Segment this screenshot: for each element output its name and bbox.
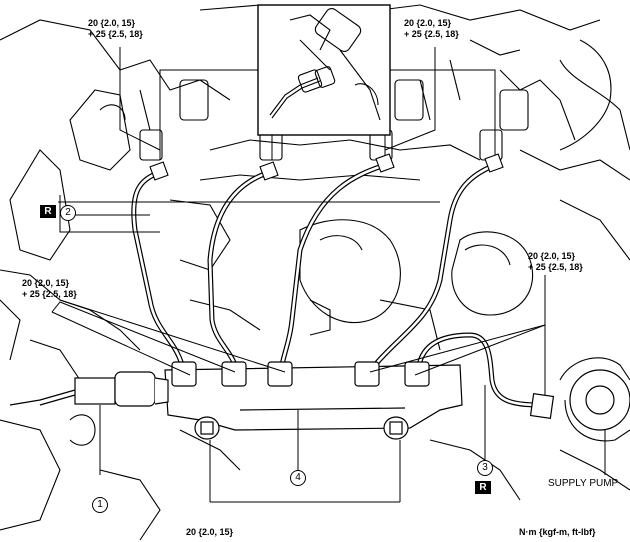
part-2-callout: 2 [60, 205, 76, 221]
torque-label-injector-left: 20 {2.0, 15} + 25 {2.5, 18} [88, 18, 143, 40]
units-label: N·m {kgf-m, ft-lbf} [519, 527, 596, 537]
supply-pump-label: SUPPLY PUMP [548, 478, 619, 489]
torque-label-injector-right: 20 {2.0, 15} + 25 {2.5, 18} [404, 18, 459, 40]
torque-label-bolts: 20 {2.0, 15} [186, 527, 234, 537]
torque-line-2: + 25 {2.5, 18} [22, 289, 77, 299]
torque-line-1: 20 {2.0, 15} [22, 278, 70, 288]
torque-line-1: 20 {2.0, 15} [528, 251, 576, 261]
torque-label-pump: 20 {2.0, 15} + 25 {2.5, 18} [528, 251, 583, 273]
part-4-callout: 4 [290, 470, 306, 486]
replace-mark-badge: R [40, 205, 56, 218]
torque-line-1: 20 {2.0, 15} [88, 18, 136, 28]
torque-line-1: 20 {2.0, 15} [404, 18, 452, 28]
replace-mark-badge-2: R [475, 481, 491, 494]
torque-line-2: + 25 {2.5, 18} [404, 29, 459, 39]
part-1-callout: 1 [92, 497, 108, 513]
torque-line-2: + 25 {2.5, 18} [88, 29, 143, 39]
part-3-callout: 3 [477, 460, 493, 476]
torque-label-rail-left: 20 {2.0, 15} + 25 {2.5, 18} [22, 278, 77, 300]
torque-line-2: + 25 {2.5, 18} [528, 262, 583, 272]
